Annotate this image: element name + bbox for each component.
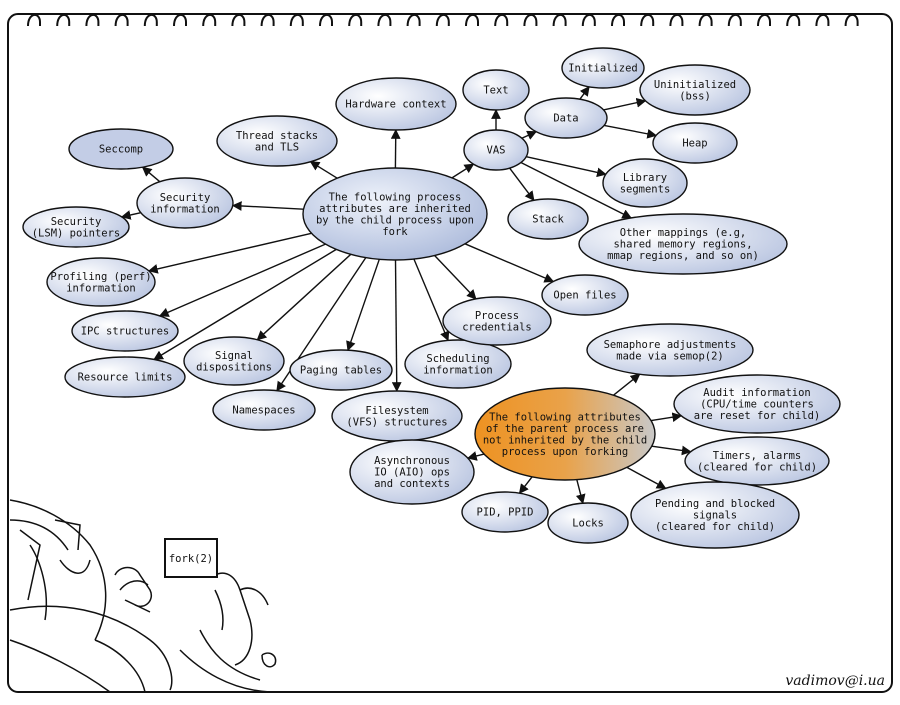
node-timers-label: Timers, alarms — [713, 450, 802, 462]
node-security-lsm: Security(LSM) pointers — [23, 207, 129, 247]
author-credit: vadimov@i.ua — [785, 673, 885, 689]
fork-sign-label: fork(2) — [169, 553, 213, 565]
node-other-mappings-label: mmap regions, and so on) — [607, 250, 759, 262]
node-hardware-context: Hardware context — [336, 78, 456, 130]
node-library-segments-label: Library — [623, 172, 667, 184]
node-seccomp-label: Seccomp — [99, 144, 143, 156]
node-profiling-label: Profiling (perf) — [50, 271, 151, 283]
node-thread-stacks-label: and TLS — [255, 141, 299, 153]
node-other-mappings-label: Other mappings (e.g, — [620, 227, 746, 239]
node-filesystem: Filesystem(VFS) structures — [332, 391, 462, 441]
node-library-segments-label: segments — [620, 183, 671, 195]
node-pending-signals-label: signals — [693, 510, 737, 522]
node-inherited-center-label: by the child process upon — [316, 214, 474, 226]
node-audit-label: Audit information — [703, 387, 810, 399]
node-data: Data — [525, 98, 607, 138]
node-timers: Timers, alarms(cleared for child) — [685, 437, 829, 485]
node-aio-label: and contexts — [374, 478, 450, 490]
node-heap-label: Heap — [682, 138, 707, 150]
node-scheduling-label: Scheduling — [426, 353, 489, 365]
node-pending-signals-label: Pending and blocked — [655, 498, 775, 510]
node-credentials-label: credentials — [462, 321, 532, 333]
node-uninitialized-label: (bss) — [679, 90, 711, 102]
node-security-info-label: Security — [160, 192, 211, 204]
node-ipc: IPC structures — [72, 311, 178, 351]
node-filesystem-label: Filesystem — [365, 405, 428, 417]
node-signal-dispositions-label: Signal — [215, 350, 253, 362]
node-signal-dispositions-label: dispositions — [196, 361, 272, 373]
node-not-inherited-center-label: The following attributes — [489, 411, 641, 423]
node-data-label: Data — [553, 113, 578, 125]
node-security-lsm-label: Security — [51, 216, 102, 228]
node-security-lsm-label: (LSM) pointers — [32, 227, 121, 239]
node-other-mappings-label: shared memory regions, — [613, 239, 752, 251]
node-paging-tables: Paging tables — [290, 350, 392, 390]
node-timers-label: (cleared for child) — [697, 461, 817, 473]
node-thread-stacks-label: Thread stacks — [236, 130, 318, 142]
node-paging-tables-label: Paging tables — [300, 365, 382, 377]
node-inherited-center-label: attributes are inherited — [319, 203, 471, 215]
node-seccomp: Seccomp — [69, 129, 173, 169]
node-not-inherited-center-label: process upon forking — [502, 446, 628, 458]
node-resource-limits-label: Resource limits — [78, 372, 173, 384]
node-profiling: Profiling (perf)information — [47, 258, 155, 306]
node-audit-label: are reset for child) — [694, 410, 820, 422]
node-security-info-label: information — [150, 203, 220, 215]
node-locks-label: Locks — [572, 518, 604, 530]
node-profiling-label: information — [66, 282, 136, 294]
node-stack-label: Stack — [532, 214, 564, 226]
node-namespaces: Namespaces — [213, 390, 315, 430]
node-locks: Locks — [548, 503, 628, 543]
node-ipc-label: IPC structures — [81, 326, 170, 338]
node-inherited-center-label: fork — [382, 226, 408, 238]
node-uninitialized: Uninitialized(bss) — [640, 65, 750, 115]
node-audit-label: (CPU/time counters — [700, 399, 814, 411]
node-stack: Stack — [508, 199, 588, 239]
node-inherited-center-label: The following process — [329, 191, 462, 203]
node-credentials-label: Process — [475, 310, 519, 322]
node-aio-label: IO (AIO) ops — [374, 467, 450, 479]
node-hardware-context-label: Hardware context — [345, 99, 446, 111]
node-text: Text — [463, 70, 529, 110]
node-text-label: Text — [483, 85, 508, 97]
node-scheduling-label: information — [423, 364, 493, 376]
node-initialized: Initialized — [562, 48, 644, 88]
node-vas: VAS — [464, 130, 528, 170]
node-initialized-label: Initialized — [568, 63, 638, 75]
node-semaphore-label: made via semop(2) — [616, 350, 723, 362]
node-not-inherited-center-label: not inherited by the child — [483, 434, 647, 446]
node-other-mappings: Other mappings (e.g,shared memory region… — [579, 214, 787, 274]
node-filesystem-label: (VFS) structures — [346, 416, 447, 428]
node-open-files: Open files — [542, 275, 628, 315]
node-aio-label: Asynchronous — [374, 455, 450, 467]
node-heap: Heap — [653, 123, 737, 163]
node-open-files-label: Open files — [553, 290, 616, 302]
node-namespaces-label: Namespaces — [232, 405, 295, 417]
node-pid-ppid-label: PID, PPID — [477, 507, 534, 519]
node-not-inherited-center-label: of the parent process are — [486, 423, 644, 435]
node-semaphore-label: Semaphore adjustments — [604, 339, 737, 351]
node-resource-limits: Resource limits — [65, 357, 185, 397]
node-uninitialized-label: Uninitialized — [654, 79, 736, 91]
node-pid-ppid: PID, PPID — [462, 492, 548, 532]
node-vas-label: VAS — [487, 145, 506, 157]
node-pending-signals-label: (cleared for child) — [655, 521, 775, 533]
